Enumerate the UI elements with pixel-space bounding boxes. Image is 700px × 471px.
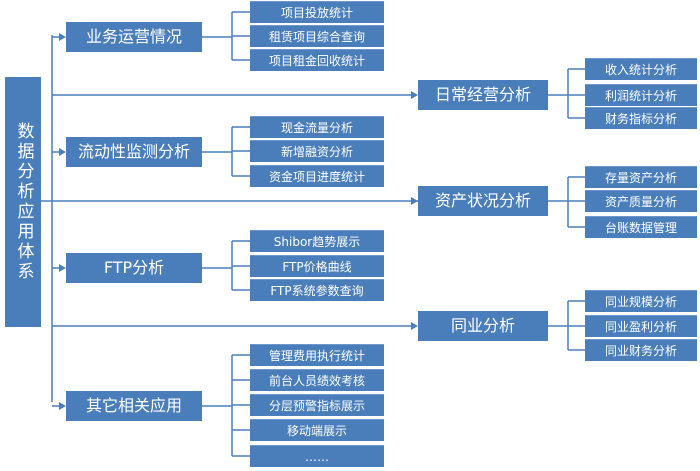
- left-leaf-0-0: 项目投放统计: [250, 1, 384, 23]
- right-leaf-2-2: 同业财务分析: [585, 339, 697, 361]
- left-arrow-0: [59, 33, 66, 41]
- right-arrow-1: [411, 197, 418, 205]
- left-leaf-2-1: FTP价格曲线: [250, 255, 384, 277]
- right-leaf-0-0: 收入统计分析: [585, 58, 697, 80]
- right-leaf-1-2: 台账数据管理: [585, 216, 697, 238]
- right-leaf-2-1: 同业盈利分析: [585, 315, 697, 337]
- left-leaf-0-1: 租赁项目综合查询: [250, 25, 384, 47]
- left-leaf-1-1: 新增融资分析: [250, 140, 384, 162]
- left-arrow-1: [59, 148, 66, 156]
- left-arrow-3: [59, 402, 66, 410]
- left-leaf-3-4: ……: [250, 445, 384, 467]
- right-leaf-1-1: 资产质量分析: [585, 190, 697, 212]
- left-branch-1: 流动性监测分析: [66, 137, 202, 167]
- left-leaf-0-2: 项目租金回收统计: [250, 49, 384, 71]
- left-leaf-3-1: 前台人员绩效考核: [250, 369, 384, 391]
- right-leaf-0-1: 利润统计分析: [585, 84, 697, 106]
- left-leaf-2-0: Shibor趋势展示: [250, 230, 384, 252]
- left-branch-2: FTP分析: [66, 253, 202, 283]
- right-arrow-0: [411, 91, 418, 99]
- left-arrow-2: [59, 264, 66, 272]
- right-leaf-2-0: 同业规模分析: [585, 290, 697, 312]
- left-leaf-3-3: 移动端展示: [250, 419, 384, 441]
- left-leaf-1-0: 现金流量分析: [250, 116, 384, 138]
- right-arrow-2: [411, 322, 418, 330]
- right-branch-1: 资产状况分析: [418, 186, 548, 216]
- left-leaf-3-2: 分层预警指标展示: [250, 394, 384, 416]
- left-branch-3: 其它相关应用: [66, 391, 202, 421]
- left-leaf-3-0: 管理费用执行统计: [250, 344, 384, 366]
- left-leaf-2-2: FTP系统参数查询: [250, 279, 384, 301]
- right-branch-2: 同业分析: [418, 311, 548, 341]
- root-box: 数据分析应用体系: [5, 77, 41, 327]
- left-leaf-1-2: 资金项目进度统计: [250, 165, 384, 187]
- right-branch-0: 日常经营分析: [418, 80, 548, 110]
- right-leaf-0-2: 财务指标分析: [585, 107, 697, 129]
- left-branch-0: 业务运营情况: [66, 22, 202, 52]
- right-leaf-1-0: 存量资产分析: [585, 166, 697, 188]
